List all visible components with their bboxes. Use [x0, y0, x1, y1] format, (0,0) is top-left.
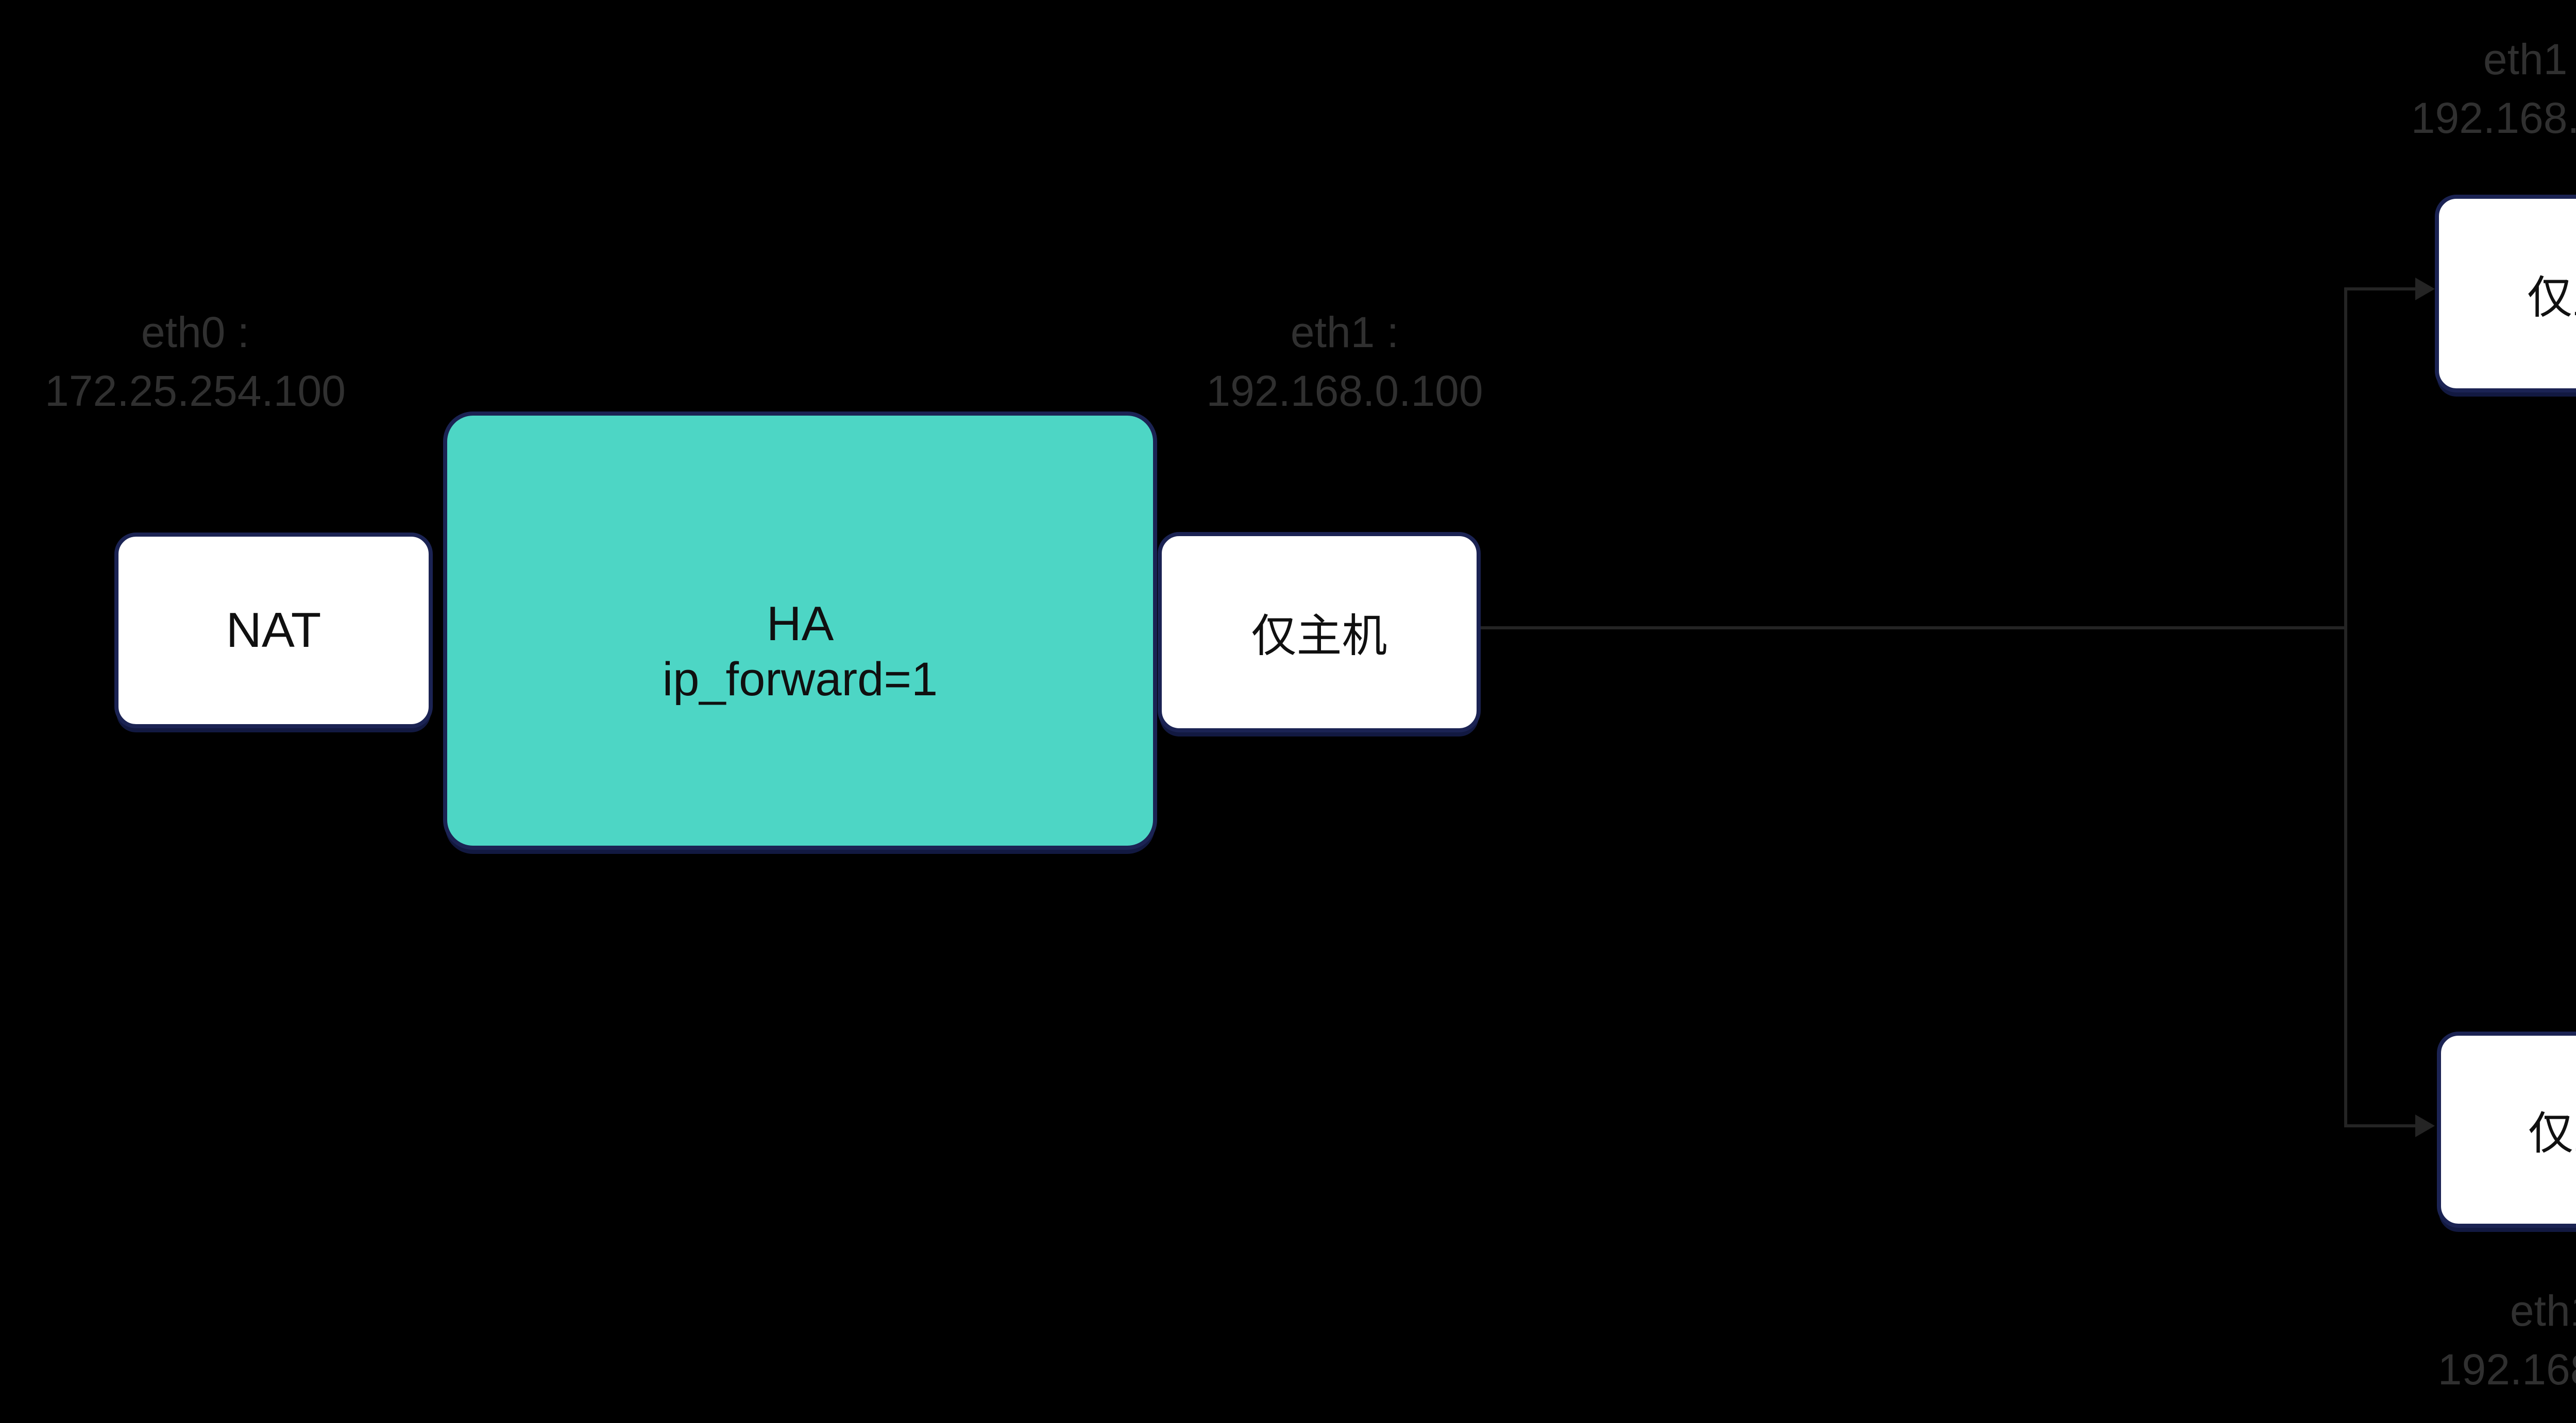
- eth0-ip: 172.25.254.100: [45, 367, 346, 415]
- node2-eth1-annotation: eth1 : 192.168.0.20: [2438, 1281, 2576, 1399]
- router-hostonly-adapter-box: 仅主机: [1158, 532, 1481, 732]
- arrowhead-node2-icon: [2415, 1115, 2435, 1137]
- ha-router-subtitle: ip_forward=1: [662, 653, 938, 706]
- connector-vertical-trunk: [2344, 287, 2347, 1127]
- node1-eth1-annotation: eth1 : 192.168.0.10: [2411, 30, 2576, 147]
- node2-eth1-name: eth1 :: [2510, 1287, 2576, 1335]
- ha-router-label: HA ip_forward=1: [663, 596, 938, 707]
- nat-adapter-box: NAT: [114, 533, 433, 728]
- eth0-name: eth0 :: [141, 308, 250, 356]
- ha-router-box: HA ip_forward=1: [443, 412, 1157, 850]
- router-eth0-annotation: eth0 : 172.25.254.100: [45, 303, 346, 420]
- node2-hostonly-adapter-box: 仅主机: [2437, 1032, 2576, 1228]
- node1-hostonly-adapter-box: 仅主机: [2435, 195, 2576, 392]
- nat-adapter-label: NAT: [226, 603, 321, 658]
- arrowhead-node1-icon: [2415, 278, 2435, 300]
- node2-eth1-ip: 192.168.0.20: [2437, 1345, 2576, 1394]
- router-hostonly-label: 仅主机: [1251, 610, 1387, 661]
- router-eth1-annotation: eth1 : 192.168.0.100: [1206, 303, 1483, 420]
- node1-eth1-ip: 192.168.0.10: [2411, 94, 2576, 142]
- connector-branch-node1: [2344, 287, 2418, 290]
- router-eth1-name: eth1 :: [1290, 308, 1399, 356]
- connector-router-to-junction: [1479, 626, 2347, 629]
- router-eth1-ip: 192.168.0.100: [1206, 367, 1483, 415]
- node1-hostonly-label: 仅主机: [2527, 271, 2576, 323]
- ha-router-title: HA: [766, 596, 834, 650]
- node2-hostonly-label: 仅主机: [2528, 1108, 2576, 1159]
- node1-eth1-name: eth1 :: [2483, 35, 2576, 83]
- connector-branch-node2: [2344, 1124, 2418, 1127]
